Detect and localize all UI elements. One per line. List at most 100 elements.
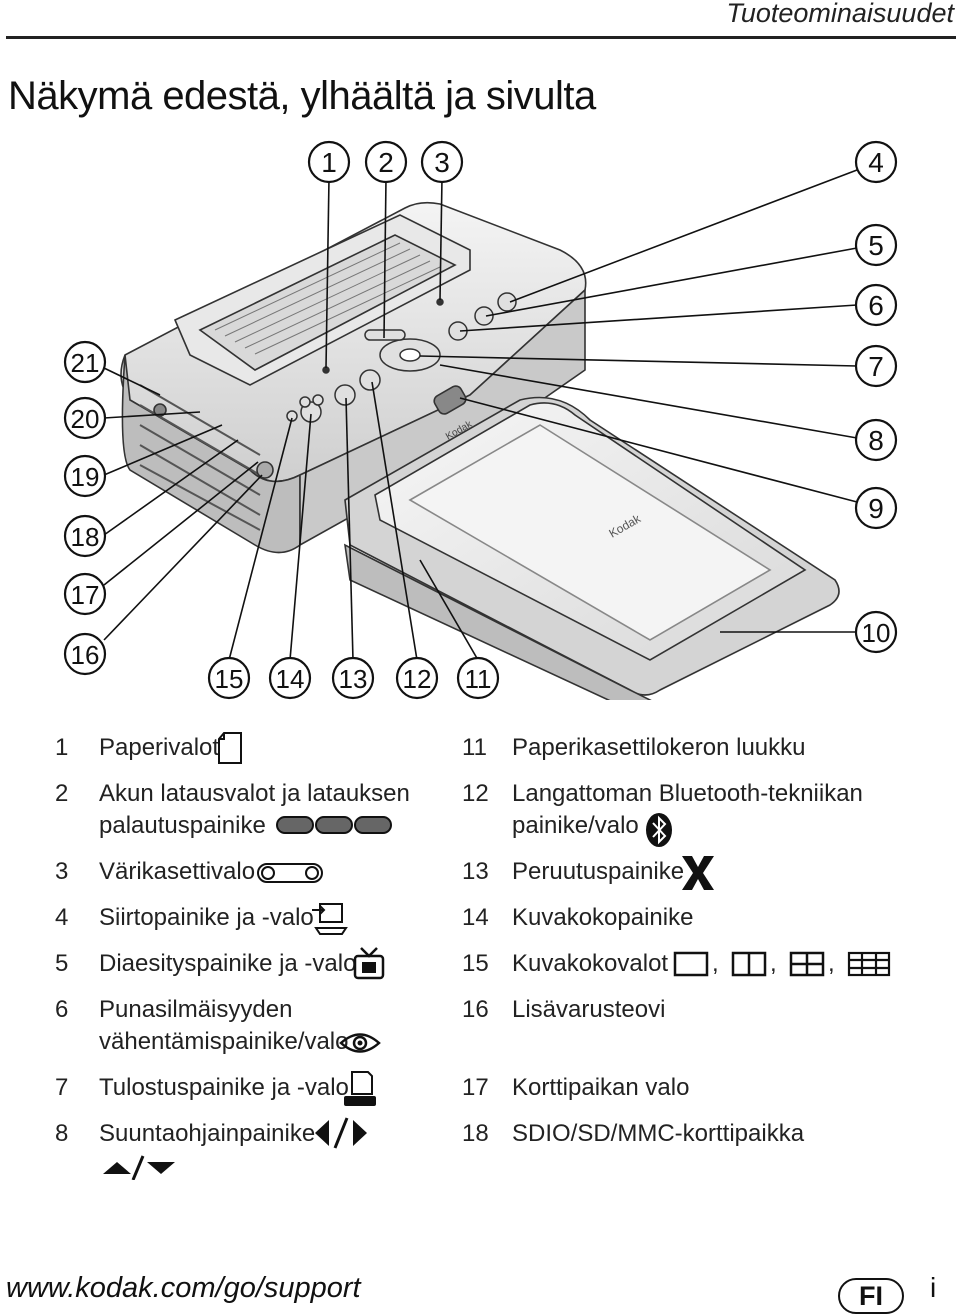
callout-number-13: 13 [339,664,368,694]
callout-circle-3 [420,140,464,184]
image-size-9up-icon [847,951,891,977]
support-url-link[interactable]: www.kodak.com/go/support [6,1272,361,1304]
callout-circle-17 [63,572,107,616]
callout-circle-2 [364,140,408,184]
callout-circle-13 [331,656,375,700]
legend-label: Siirtopainike ja -valo [99,904,314,931]
language-badge: FI [838,1278,904,1314]
callout-number-14: 14 [276,664,305,694]
section-header: Tuoteominaisuudet [726,0,954,28]
separator: , [828,950,835,977]
printer-body [120,201,587,554]
callout-circle-12 [395,656,439,700]
legend-label: Punasilmäisyyden [99,996,293,1023]
legend-num: 7 [55,1074,69,1101]
legend-label: Akun latausvalot ja latauksen [99,780,410,807]
image-size-2up-icon [731,951,767,977]
callout-circle-9 [854,486,898,530]
legend-num: 2 [55,780,69,807]
arrow-left-right-icon [315,1117,367,1149]
callout-number-9: 9 [868,493,884,524]
legend-num: 5 [55,950,69,977]
legend-num: 18 [462,1120,489,1147]
header-rule [6,36,956,39]
legend-label: Diaesityspainike ja -valo [99,950,357,977]
transfer-icon [312,903,348,935]
callout-number-8: 8 [868,425,884,456]
legend-label: Kuvakokovalot [512,950,669,977]
legend-num: 1 [55,734,69,761]
legend-label: Paperikasettilokeron luukku [512,734,806,761]
legend-label: Kuvakokopainike [512,904,694,931]
red-eye-icon [339,1033,381,1053]
callout-circle-11 [456,656,500,700]
callout-circle-15 [207,656,251,700]
control-buttons [286,292,517,423]
callout-circle-18 [63,514,107,558]
callout-circle-6 [854,283,898,327]
callout-number-20: 20 [71,404,100,434]
callout-number-10: 10 [862,618,891,648]
callout-number-3: 3 [434,147,450,178]
callout-number-19: 19 [71,462,100,492]
callout-circle-5 [854,223,898,267]
legend-label: Korttipaikan valo [512,1074,690,1101]
callout-circle-10 [854,610,898,654]
callout-leader-lines [103,169,858,661]
battery-charge-icon [276,816,392,834]
legend-label-line2: vähentämispainike/valo [99,1028,349,1055]
image-size-1up-icon [673,951,709,977]
callout-number-17: 17 [71,580,100,610]
callout-number-4: 4 [868,147,884,178]
callout-circle-20 [63,396,107,440]
callout-circle-21 [63,340,107,384]
callout-number-11: 11 [465,664,492,694]
legend-num: 13 [462,858,489,885]
legend-num: 4 [55,904,69,931]
callout-number-12: 12 [403,664,432,694]
callout-number-7: 7 [868,351,884,382]
legend-label: Tulostuspainike ja -valo [99,1074,349,1101]
legend-label: Langattoman Bluetooth-tekniikan [512,780,863,807]
print-icon [344,1071,376,1106]
legend-label-line2: painike/valo [512,812,639,839]
legend-num: 3 [55,858,69,885]
legend-label: Lisävarusteovi [512,996,666,1023]
callout-number-15: 15 [215,664,244,694]
slideshow-tv-icon [353,947,385,980]
callout-circle-14 [268,656,312,700]
arrow-up-down-icon [103,1155,175,1180]
bluetooth-icon [646,813,672,847]
callout-number-18: 18 [71,522,100,552]
callout-number-6: 6 [868,290,884,321]
callout-circle-8 [854,418,898,462]
legend-num: 12 [462,780,489,807]
legend-num: 15 [462,950,489,977]
legend-label-line2: palautuspainike [99,812,266,839]
callout-number-21: 21 [71,348,100,378]
page-number: i [930,1272,937,1303]
callout-number-5: 5 [868,230,884,261]
callout-circle-4 [854,140,898,184]
legend-num: 11 [462,734,487,761]
callout-circle-16 [63,632,107,676]
paper-light-icon [218,732,242,764]
separator: , [770,950,777,977]
legend-num: 8 [55,1120,69,1147]
callout-number-1: 1 [321,147,337,178]
page-title: Näkymä edestä, ylhäältä ja sivulta [8,74,596,118]
paper-tray [343,385,840,700]
legend-label: Suuntaohjainpainike [99,1120,316,1147]
callout-number-2: 2 [378,147,394,178]
legend-right: 11 Paperikasettilokeron luukku 12 Langat… [462,732,952,1182]
image-size-4up-icon [789,951,825,977]
legend-num: 6 [55,996,69,1023]
callout-circle-1 [307,140,351,184]
legend-label: SDIO/SD/MMC-korttipaikka [512,1120,805,1147]
legend-num: 14 [462,904,489,931]
legend-left: 1 Paperivalot 2 Akun latausvalot ja lata… [55,732,455,1182]
cancel-x-icon [682,856,714,890]
legend-label: Paperivalot [99,734,220,761]
